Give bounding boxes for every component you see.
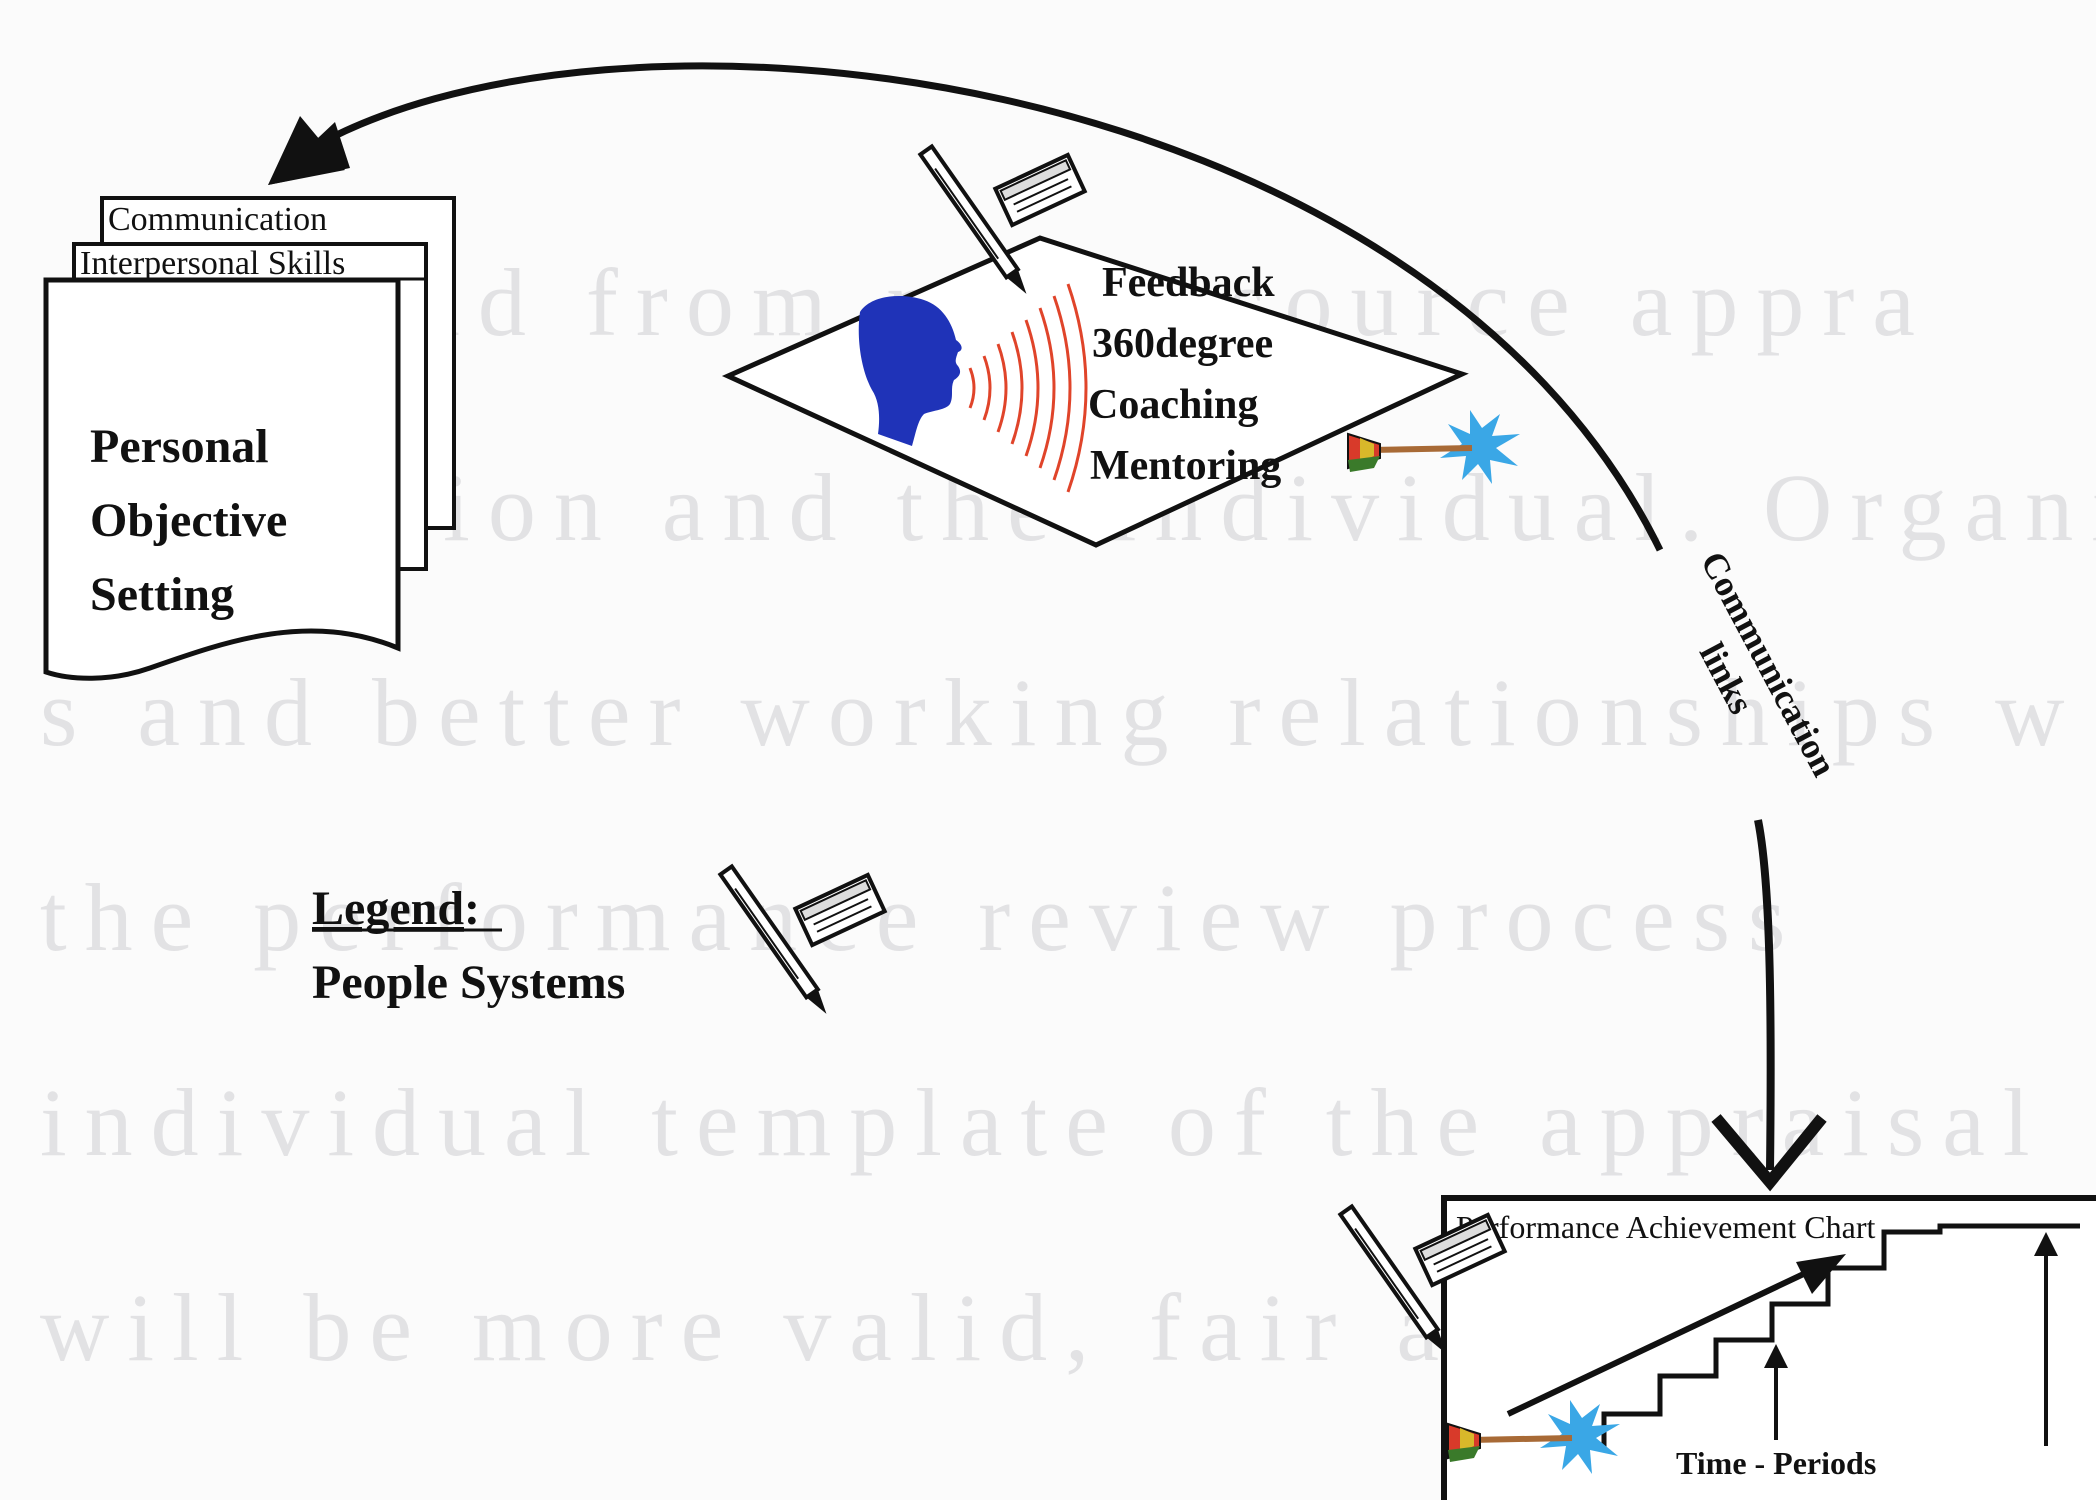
page-middle-label: Interpersonal Skills <box>80 245 345 282</box>
background-text-line: the performance review process <box>40 864 1803 971</box>
legend-title-colon: : <box>464 882 480 935</box>
legend-title: Legend <box>312 882 464 935</box>
page-back-label: Communication <box>108 201 327 238</box>
feedback-line: Mentoring <box>1090 443 1281 489</box>
feedback-line: Feedback <box>1102 260 1275 306</box>
objective-line: Objective <box>90 494 287 547</box>
objective-line: Personal <box>90 420 269 473</box>
objective-line: Setting <box>90 568 234 621</box>
chart-axis-label: Time - Periods <box>1676 1445 1876 1481</box>
objective-document-stack: Communication Interpersonal Skills Perso… <box>46 198 454 678</box>
svg-text:Legend:: Legend: <box>312 882 480 935</box>
chart-title: Performance Achievement Chart <box>1456 1209 1876 1245</box>
performance-chart: Performance Achievement Chart Time - Per… <box>1340 1198 2096 1500</box>
feedback-line: 360degree <box>1092 321 1273 367</box>
feedback-line: Coaching <box>1088 382 1258 428</box>
legend-entry: People Systems <box>312 956 625 1009</box>
